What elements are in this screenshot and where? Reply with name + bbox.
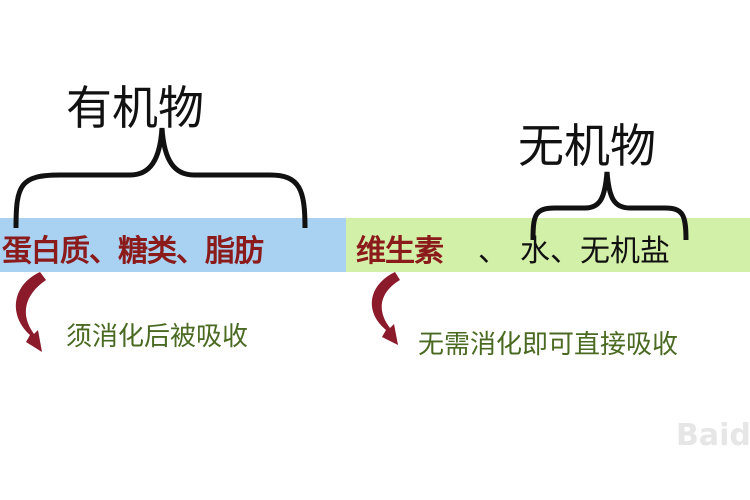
organic-title: 有机物 [66,81,204,135]
organic-items: 蛋白质、糖类、脂肪 [2,234,264,269]
separator: 、 [478,234,508,269]
inorganic-title: 无机物 [518,119,656,173]
vitamin-label: 维生素 [356,234,444,269]
inorganic-arrow-icon [371,272,400,345]
organic-band [0,218,346,272]
organic-arrow-icon [15,272,46,352]
inorganic-items: 水、无机盐 [520,234,670,269]
organic-note: 须消化后被吸收 [66,322,249,352]
watermark-logo: Baidu [676,418,750,453]
inorganic-brace [530,171,689,241]
inorganic-band [346,218,750,272]
inorganic-note: 无需消化即可直接吸收 [418,330,679,360]
organic-brace [13,127,308,229]
